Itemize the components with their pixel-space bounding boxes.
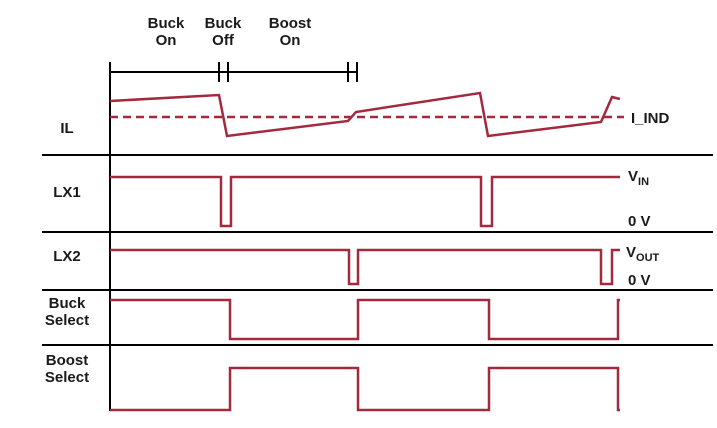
i-ind-label: I_IND: [631, 110, 670, 127]
waveform-traces: [109, 91, 624, 412]
row-label-lx1: LX1: [53, 184, 81, 201]
phase-label-boost-on: Boost On: [268, 15, 312, 49]
boost-select-trace: [110, 366, 620, 412]
lx1-trace: [110, 175, 620, 228]
phase-label-buck-off: Buck Off: [204, 15, 242, 49]
phase-label-buck-on: Buck On: [147, 15, 185, 49]
lx1-high-level-label: VIN: [628, 168, 650, 188]
il-trace: [109, 91, 621, 138]
lx2-trace: [110, 248, 620, 286]
row-label-lx2: LX2: [53, 248, 81, 265]
lx1-low-level-label: 0 V: [628, 213, 651, 230]
lx2-low-level-label: 0 V: [628, 272, 651, 289]
buck-select-trace: [110, 298, 620, 341]
row-label-buck-select: Buck Select: [44, 295, 90, 329]
row-label-boost-select: Boost Select: [44, 352, 90, 386]
lx2-high-level-label: VOUT: [626, 244, 660, 264]
row-label-il: IL: [60, 120, 74, 137]
